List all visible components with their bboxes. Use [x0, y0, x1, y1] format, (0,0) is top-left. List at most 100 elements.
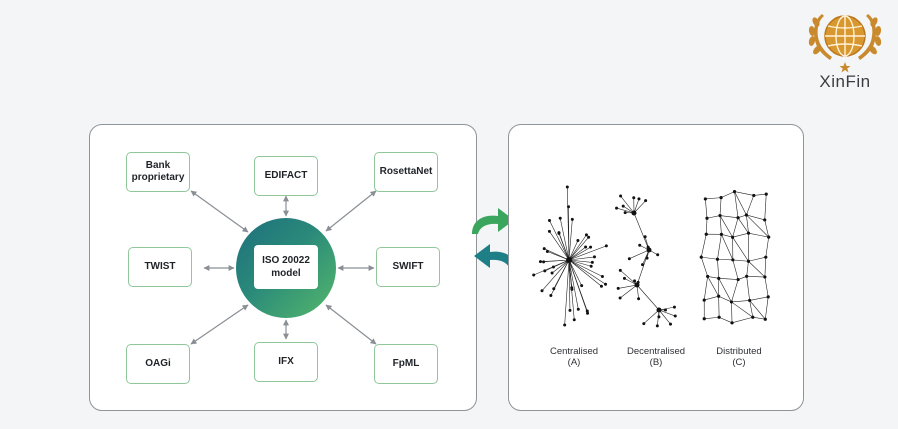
centralised-node — [584, 233, 588, 237]
distributed-edge — [705, 197, 722, 200]
centralised-edge — [559, 218, 570, 261]
centralised-edge — [568, 259, 593, 263]
centralised-edge — [547, 251, 570, 261]
distributed-node — [702, 298, 706, 302]
distributed-node — [732, 190, 737, 194]
distributed-edge — [748, 261, 766, 278]
decentralised-node — [672, 305, 676, 309]
standard-swift: SWIFT — [376, 247, 440, 287]
centralised-node — [566, 205, 570, 209]
decentralised-edge — [636, 249, 650, 286]
distributed-edge — [707, 276, 719, 279]
decentralised-hub-node — [656, 307, 662, 313]
logo-text: XinFin — [819, 72, 871, 91]
decentralised-node — [657, 315, 661, 319]
standard-label: OAGi — [145, 358, 171, 369]
standard-label: RosettaNet — [379, 166, 433, 177]
centralised-edge — [533, 259, 570, 276]
distributed-node — [751, 315, 755, 319]
distributed-edge — [752, 316, 766, 320]
centralised-edge — [568, 259, 606, 285]
centralised-node — [558, 216, 562, 220]
centralised-edge — [568, 259, 592, 267]
centralised-node — [545, 249, 549, 253]
distributed-edge — [704, 295, 719, 301]
distributed-node — [746, 259, 751, 263]
decentralised-node — [632, 196, 636, 200]
centralised-edge — [568, 259, 571, 311]
standard-bank-proprietary: Bank proprietary — [126, 152, 190, 192]
distributed-edge — [717, 259, 720, 279]
standard-ifx: IFX — [254, 342, 318, 382]
decentralised-node — [673, 314, 677, 318]
decentralised-edge — [658, 306, 675, 311]
distributed-node — [763, 218, 767, 222]
distributed-node — [717, 276, 721, 280]
network-label-distributed: Distributed (C) — [699, 346, 779, 368]
distributed-edge — [732, 259, 739, 280]
hub-label: ISO 20022 model — [254, 245, 318, 289]
distributed-edge — [718, 295, 732, 303]
distributed-edge — [703, 276, 708, 301]
distributed-node — [717, 315, 721, 319]
distributed-node — [705, 216, 709, 220]
distributed-edge — [700, 234, 707, 258]
centralised-node — [547, 229, 551, 233]
iso20022-hub: ISO 20022 model — [236, 218, 336, 318]
standard-label: Bank proprietary — [131, 160, 185, 183]
distributed-edge — [732, 217, 739, 238]
distributed-node — [730, 321, 734, 325]
distributed-node — [767, 235, 771, 239]
decentralised-edge — [633, 200, 646, 214]
centralised-node — [572, 318, 576, 322]
distributed-node — [752, 193, 756, 198]
centralised-node — [576, 307, 580, 311]
iso20022-panel: Bank proprietary EDIFACT RosettaNet TWIS… — [89, 124, 477, 411]
centralised-edge — [568, 259, 603, 277]
centralised-edge — [568, 245, 607, 261]
decentralised-edge — [643, 309, 660, 324]
centralised-edge — [568, 246, 586, 261]
connector-rosettanet — [325, 190, 377, 232]
decentralised-hub-node — [631, 210, 637, 216]
distributed-edge — [734, 191, 739, 218]
distributed-edge — [719, 215, 733, 238]
distributed-edge — [764, 296, 769, 320]
distributed-node — [746, 231, 751, 235]
decentralised-node — [655, 324, 659, 328]
standard-fpml: FpML — [374, 344, 438, 384]
decentralised-edge — [642, 249, 650, 265]
centralised-node — [549, 294, 553, 298]
network-types-panel: Centralised (A) Decentralised (B) Distri… — [508, 124, 804, 411]
standard-edifact: EDIFACT — [254, 156, 318, 196]
distributed-node — [715, 257, 720, 261]
distributed-node — [702, 317, 706, 321]
distributed-edge — [704, 316, 720, 320]
centralised-node — [587, 235, 591, 239]
centralised-hub-node — [566, 257, 572, 263]
hub-connectors — [190, 190, 377, 345]
decentralised-node — [623, 211, 627, 215]
centralised-node — [590, 260, 594, 264]
distributed-edge — [764, 276, 769, 297]
distributed-edge — [749, 300, 766, 320]
distributed-edge — [707, 276, 719, 297]
centralised-edge — [568, 219, 573, 261]
distributed-edge — [700, 257, 708, 277]
centralised-node — [589, 245, 593, 249]
distributed-edge — [731, 301, 733, 323]
network-code: (C) — [732, 357, 746, 368]
decentralised-edge — [620, 270, 638, 286]
centralised-edge — [568, 259, 582, 286]
distributed-node — [699, 255, 703, 259]
distributed-node — [763, 275, 767, 279]
distributed-node — [731, 235, 735, 239]
globe-laurel-icon — [808, 14, 882, 73]
connector-oagi — [190, 304, 249, 345]
distributed-edge — [746, 214, 749, 234]
distributed-edge — [705, 198, 708, 219]
distributed-node — [718, 213, 722, 218]
distributed-node — [706, 274, 710, 279]
standard-label: FpML — [392, 358, 420, 369]
distributed-edge — [719, 316, 733, 324]
